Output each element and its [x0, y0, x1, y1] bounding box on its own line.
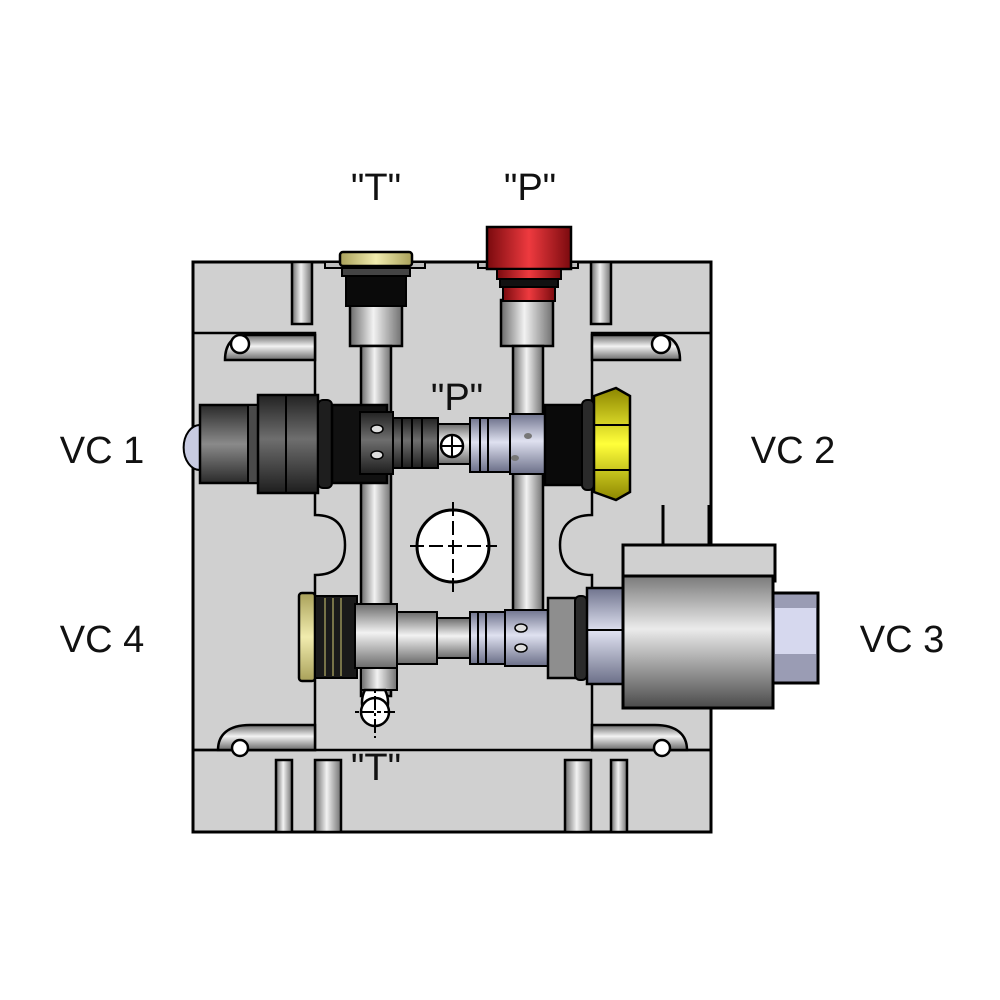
yellow-hex-nut: [592, 386, 632, 502]
mounting-hole-top-left: [223, 333, 317, 362]
t-port-plug: [324, 250, 426, 307]
bolt-bore: [313, 758, 343, 834]
bolt-bore: [589, 260, 613, 326]
label-vc1: VC 1: [60, 430, 144, 472]
pressure-stem: [437, 423, 471, 465]
label-center-p: "P": [431, 377, 483, 419]
center-bore: [410, 502, 497, 592]
vc4-cartridge: [297, 591, 398, 683]
label-top-p: "P": [504, 167, 556, 209]
label-vc3: VC 3: [860, 619, 944, 661]
bolt-bore: [274, 758, 294, 834]
mounting-hole-bottom-right: [590, 723, 689, 758]
passage-p-vertical: [499, 298, 555, 628]
label-vc4: VC 4: [60, 619, 144, 661]
t-bottom-bore: [355, 688, 395, 738]
bolt-bore: [609, 758, 629, 834]
bolt-bore: [290, 260, 314, 326]
bolt-bore: [563, 758, 593, 834]
label-top-t: "T": [351, 167, 401, 209]
vc1-cartridge: [182, 393, 439, 495]
solenoid-coil: [621, 505, 820, 710]
p-port-plug: [477, 225, 579, 302]
vc2-cartridge: [469, 386, 632, 502]
mounting-hole-top-right: [590, 333, 682, 362]
label-bottom-t: "T": [351, 747, 401, 789]
vc3-cartridge: [469, 586, 625, 686]
mounting-hole-bottom-left: [216, 723, 317, 758]
label-vc2: VC 2: [751, 430, 835, 472]
